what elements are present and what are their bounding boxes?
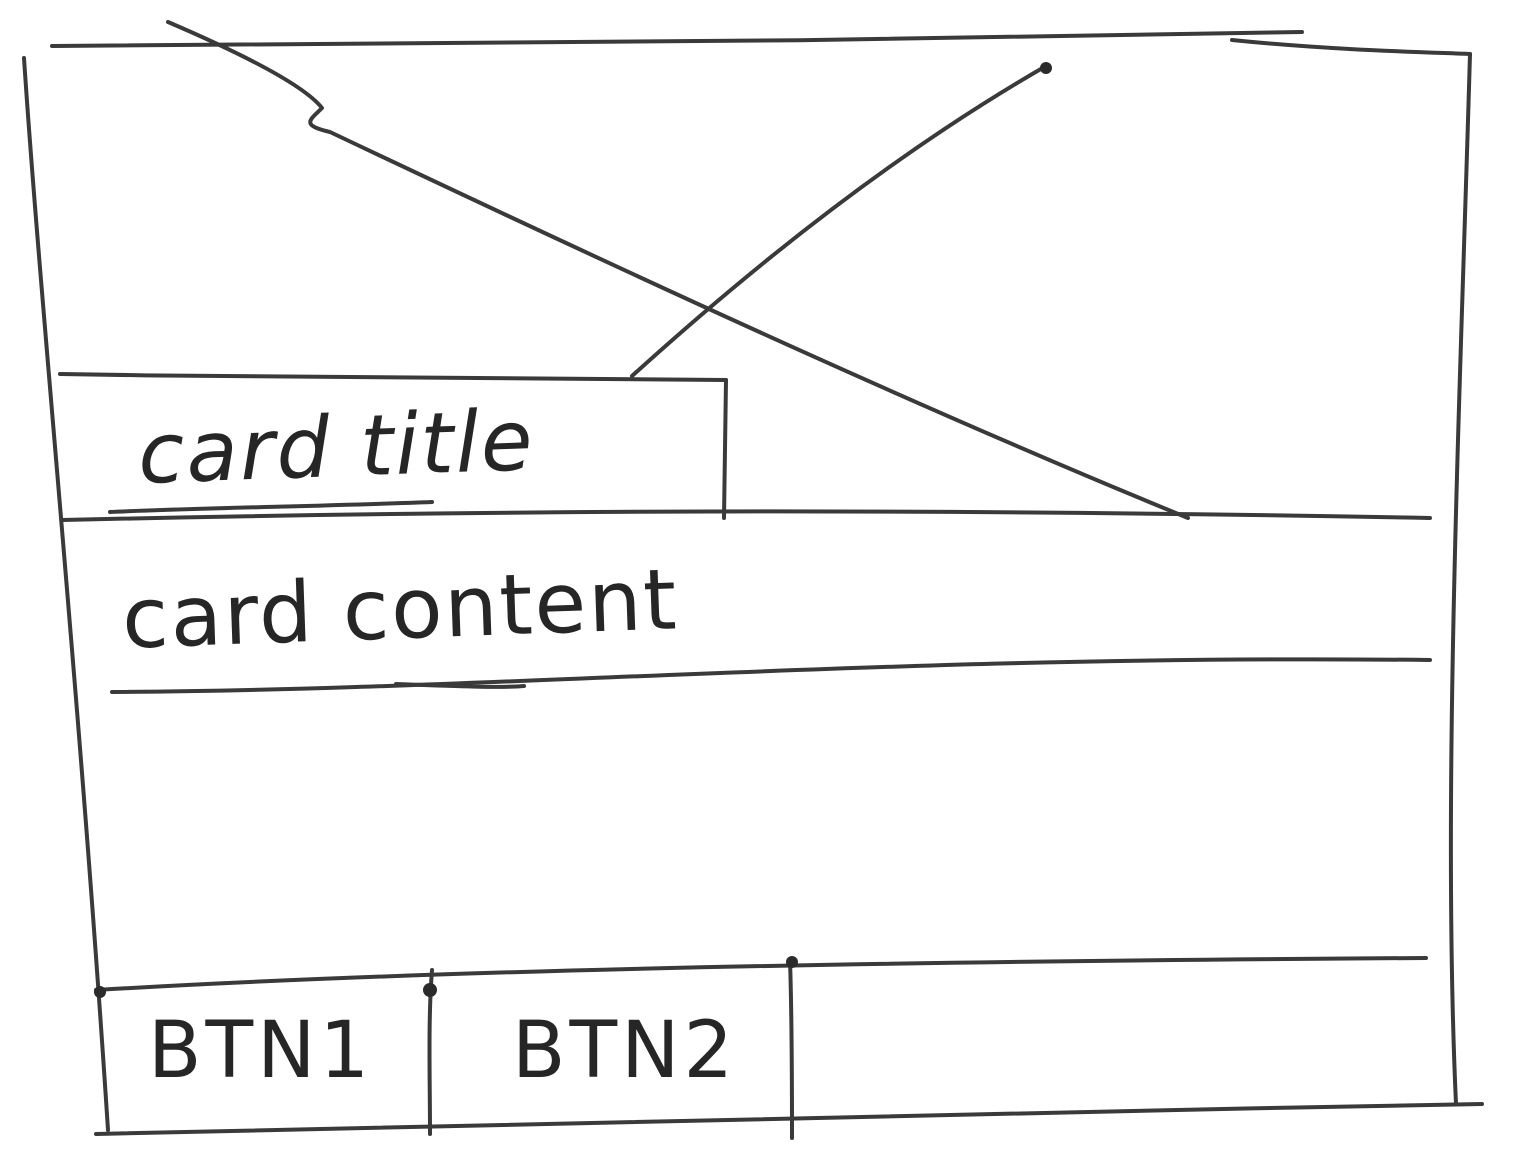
pen-dot-4 bbox=[423, 983, 437, 997]
card-title: card title bbox=[136, 391, 537, 503]
action-bar-top bbox=[94, 956, 1428, 992]
title-box-right bbox=[722, 378, 728, 520]
button-separator-2 bbox=[788, 958, 794, 1140]
pen-dot-1 bbox=[1040, 62, 1052, 74]
image-placeholder-stroke-a bbox=[166, 20, 1190, 520]
image-placeholder bbox=[30, 50, 1460, 370]
card-content: card content bbox=[120, 550, 680, 668]
card-frame-top bbox=[50, 30, 1304, 48]
pen-dot-3 bbox=[786, 956, 798, 968]
title-box-top bbox=[58, 372, 728, 382]
btn2-hit-area[interactable] bbox=[432, 975, 788, 1130]
card-frame-left bbox=[22, 56, 110, 1132]
btn1-hit-area[interactable] bbox=[100, 990, 430, 1130]
image-placeholder-stroke-b bbox=[630, 64, 1048, 378]
btn1-button[interactable]: BTN1 bbox=[148, 1006, 374, 1096]
pen-dot-2 bbox=[94, 986, 106, 998]
title-divider bbox=[60, 509, 1432, 522]
title-underline bbox=[108, 500, 434, 514]
btn2-button[interactable]: BTN2 bbox=[512, 1006, 738, 1096]
content-divider bbox=[110, 657, 1432, 694]
card-frame-right bbox=[1448, 52, 1472, 1106]
card-frame-top-right bbox=[1230, 38, 1472, 56]
content-underline bbox=[394, 682, 526, 689]
card-frame-bottom bbox=[94, 1102, 1484, 1136]
